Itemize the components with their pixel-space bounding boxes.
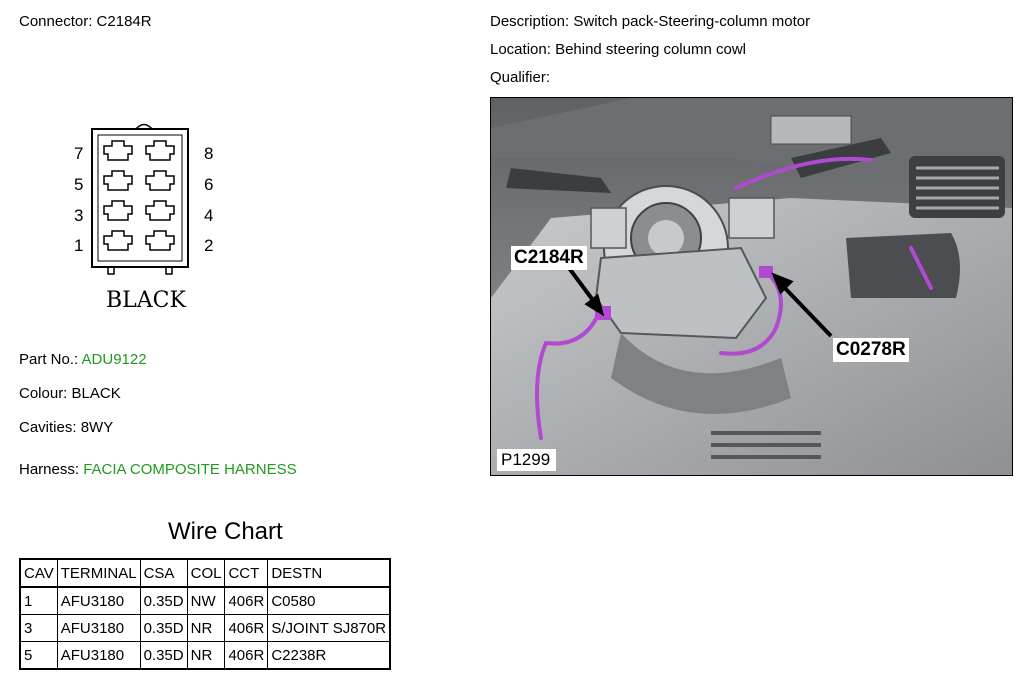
table-cell: 0.35D — [139, 586, 188, 615]
location-photo: C2184R C0278R P1299 — [490, 97, 1013, 476]
column-header: CAV — [19, 558, 58, 588]
column-header: DESTN — [267, 558, 391, 588]
qualifier-line: Qualifier: — [490, 69, 550, 87]
table-cell: AFU3180 — [56, 614, 141, 642]
pin-number: 8 — [204, 144, 214, 163]
connector-colour-caption: BLACK — [106, 288, 186, 313]
table-cell: 0.35D — [139, 641, 188, 670]
table-cell: C2238R — [267, 641, 391, 670]
table-cell: 5 — [19, 641, 58, 670]
pin-number: 5 — [74, 175, 84, 194]
location-line: Location: Behind steering column cowl — [490, 41, 746, 59]
location-label: Location: — [490, 41, 551, 58]
callout-left-connector: C2184R — [511, 246, 587, 270]
harness-label: Harness: — [19, 461, 80, 478]
steering-column-illustration — [491, 98, 1012, 475]
part-number-label: Part No.: — [19, 351, 79, 368]
connector-face-drawing — [91, 123, 189, 275]
table-cell: NR — [186, 641, 226, 670]
table-cell: NW — [186, 586, 226, 615]
column-header: CCT — [224, 558, 269, 588]
location-value: Behind steering column cowl — [555, 41, 746, 58]
part-number-line: Part No.: ADU9122 — [19, 351, 147, 369]
harness-link[interactable]: FACIA COMPOSITE HARNESS — [83, 461, 297, 478]
table-row: 5 AFU3180 0.35D NR 406R C2238R — [19, 641, 391, 670]
harness-line: Harness: FACIA COMPOSITE HARNESS — [19, 461, 297, 479]
air-vent-shape — [909, 156, 1005, 218]
table-cell: NR — [186, 614, 226, 642]
column-header: COL — [186, 558, 226, 588]
wire-chart-table: CAV TERMINAL CSA COL CCT DESTN 1 AFU3180… — [19, 558, 392, 670]
callout-right-connector: C0278R — [833, 338, 909, 362]
pin-number: 4 — [204, 206, 214, 225]
table-cell: 406R — [224, 586, 269, 615]
column-header: TERMINAL — [56, 558, 141, 588]
connector-value: C2184R — [96, 13, 152, 30]
connector-pinout-diagram: 7 8 5 6 3 4 1 2 — [66, 118, 226, 318]
description-value: Switch pack-Steering-column motor — [573, 13, 811, 30]
pin-number: 3 — [74, 206, 84, 225]
description-line: Description: Switch pack-Steering-column… — [490, 13, 810, 31]
pin-number: 2 — [204, 236, 214, 255]
table-cell: S/JOINT SJ870R — [267, 614, 391, 642]
pin-number: 7 — [74, 144, 84, 163]
table-cell: 0.35D — [139, 614, 188, 642]
table-cell: 1 — [19, 586, 58, 615]
table-cell: 3 — [19, 614, 58, 642]
pin-number: 1 — [74, 236, 84, 255]
table-cell: 406R — [224, 614, 269, 642]
qualifier-label: Qualifier: — [490, 69, 551, 86]
table-cell: 406R — [224, 641, 269, 670]
description-label: Description: — [490, 13, 570, 30]
connector-line: Connector: C2184R — [19, 13, 152, 31]
connector-label: Connector: — [19, 13, 93, 30]
table-cell: C0580 — [267, 586, 391, 615]
column-header: CSA — [139, 558, 188, 588]
pin-number: 6 — [204, 175, 214, 194]
colour-label: Colour: — [19, 385, 68, 402]
cavities-line: Cavities: 8WY — [19, 419, 113, 437]
table-header-row: CAV TERMINAL CSA COL CCT DESTN — [19, 558, 391, 588]
cavities-label: Cavities: — [19, 419, 77, 436]
cavities-value: 8WY — [80, 419, 114, 436]
part-number-link[interactable]: ADU9122 — [81, 351, 147, 368]
table-cell: AFU3180 — [56, 586, 141, 615]
photo-reference-label: P1299 — [497, 449, 557, 471]
wire-chart-title: Wire Chart — [168, 518, 283, 545]
table-row: 1 AFU3180 0.35D NW 406R C0580 — [19, 586, 391, 615]
colour-line: Colour: BLACK — [19, 385, 121, 403]
table-row: 3 AFU3180 0.35D NR 406R S/JOINT SJ870R — [19, 614, 391, 642]
colour-value: BLACK — [71, 385, 121, 402]
table-cell: AFU3180 — [56, 641, 141, 670]
